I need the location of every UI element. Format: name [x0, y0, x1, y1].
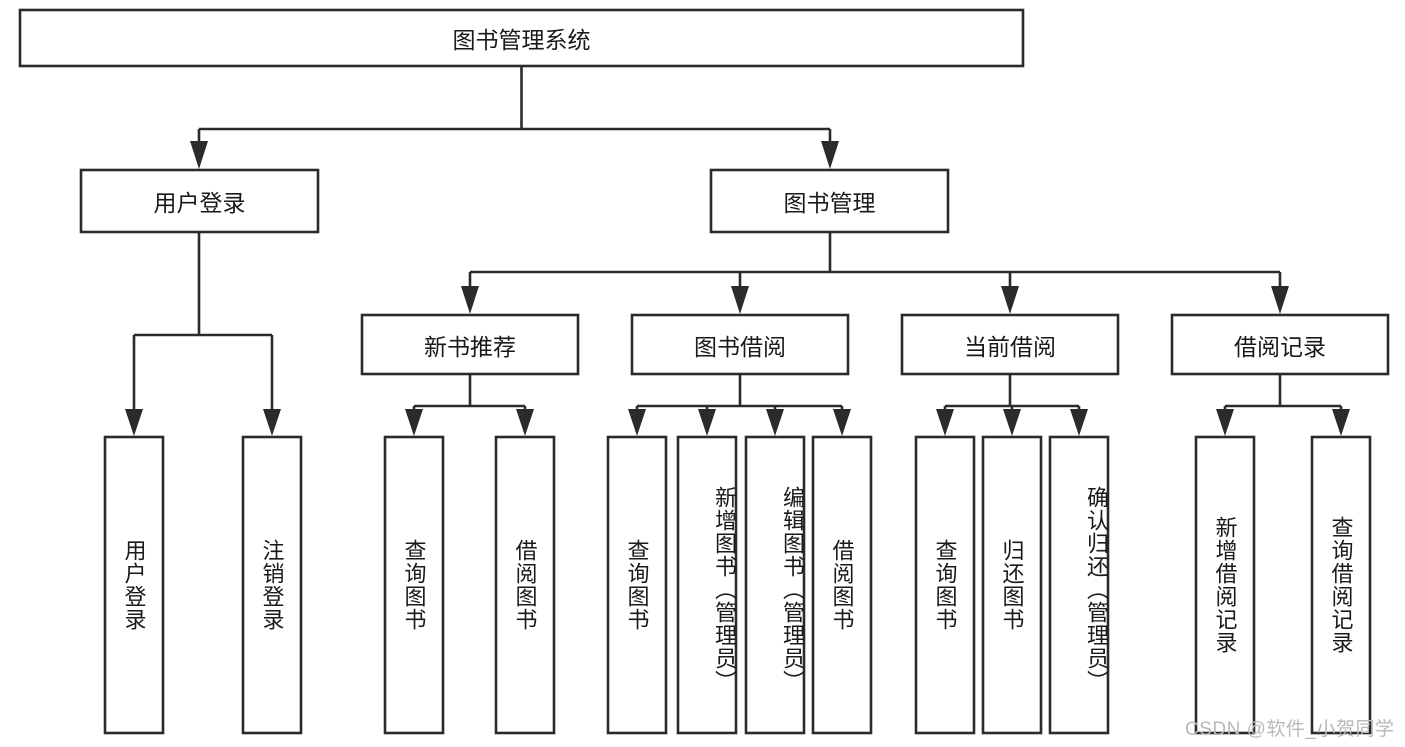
- arrow-leaf-6: [698, 409, 716, 436]
- arrow-leaf-12: [1216, 409, 1234, 436]
- node-leaf-1[interactable]: [103, 435, 165, 735]
- arrow-to-bookmgmt: [821, 141, 839, 169]
- node-leaf-10[interactable]: [981, 435, 1043, 735]
- connectors: [125, 66, 1350, 436]
- node-leaf-7[interactable]: [744, 435, 806, 735]
- node-newbook[interactable]: [360, 313, 580, 376]
- node-root[interactable]: [18, 8, 1025, 68]
- arrow-leaf-13: [1332, 409, 1350, 436]
- node-boxes: [18, 8, 1390, 735]
- node-leaf-11[interactable]: [1048, 435, 1110, 735]
- watermark: CSDN @软件_小贺同学: [1185, 719, 1395, 740]
- node-leaf-3[interactable]: [383, 435, 445, 735]
- arrow-to-login: [190, 141, 208, 169]
- arrow-to-newbook: [461, 286, 479, 314]
- arrow-to-records: [1271, 286, 1289, 314]
- arrow-leaf-10: [1003, 409, 1021, 436]
- node-leaf-9[interactable]: [914, 435, 976, 735]
- node-leaf-5[interactable]: [606, 435, 668, 735]
- arrow-leaf-7: [766, 409, 784, 436]
- node-current[interactable]: [900, 313, 1120, 376]
- arrow-leaf-11: [1070, 409, 1088, 436]
- arrow-leaf-8: [833, 409, 851, 436]
- node-leaf-2[interactable]: [241, 435, 303, 735]
- arrow-to-current: [1001, 286, 1019, 314]
- node-leaf-12[interactable]: [1194, 435, 1256, 735]
- node-leaf-13[interactable]: [1310, 435, 1372, 735]
- node-leaf-4[interactable]: [494, 435, 556, 735]
- node-borrow[interactable]: [630, 313, 850, 376]
- arrow-leaf-3: [405, 409, 423, 436]
- node-records[interactable]: [1170, 313, 1390, 376]
- arrow-leaf-5: [628, 409, 646, 436]
- node-login[interactable]: [79, 168, 320, 234]
- arrow-leaf-2: [263, 409, 281, 436]
- node-leaf-6[interactable]: [676, 435, 738, 735]
- arrow-leaf-9: [936, 409, 954, 436]
- node-leaf-8[interactable]: [811, 435, 873, 735]
- arrow-to-borrow: [731, 286, 749, 314]
- arrow-leaf-4: [516, 409, 534, 436]
- node-bookmgmt[interactable]: [709, 168, 950, 234]
- arrow-leaf-1: [125, 409, 143, 436]
